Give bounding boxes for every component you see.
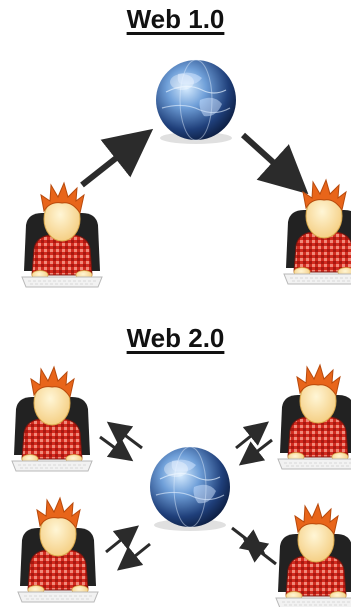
web1-user-right <box>283 179 351 285</box>
web1-arrow-to-user <box>240 132 309 195</box>
web2-user-top-right <box>277 364 351 470</box>
web2-arrow-br-in <box>242 538 277 566</box>
web2-title: Web 2.0 <box>126 323 225 353</box>
web2-globe <box>149 446 231 532</box>
web2-arrow-tl-out <box>106 421 143 450</box>
web2-arrow-tr-out <box>235 421 270 450</box>
web1-user-left <box>21 182 103 288</box>
web2-user-bottom-right <box>275 503 351 607</box>
web2-user-bottom-left <box>17 497 99 603</box>
web2-arrow-br-out <box>231 526 266 554</box>
web1-globe <box>155 59 237 145</box>
web2-arrow-bl-out <box>116 542 151 571</box>
web2-user-top-left <box>11 366 93 472</box>
web2-arrow-tl-in <box>99 435 134 462</box>
web1-title: Web 1.0 <box>126 4 225 34</box>
web2-arrow-bl-in <box>105 525 140 554</box>
web1-arrow-to-server <box>80 128 154 188</box>
web2-arrow-tr-in <box>238 438 273 466</box>
